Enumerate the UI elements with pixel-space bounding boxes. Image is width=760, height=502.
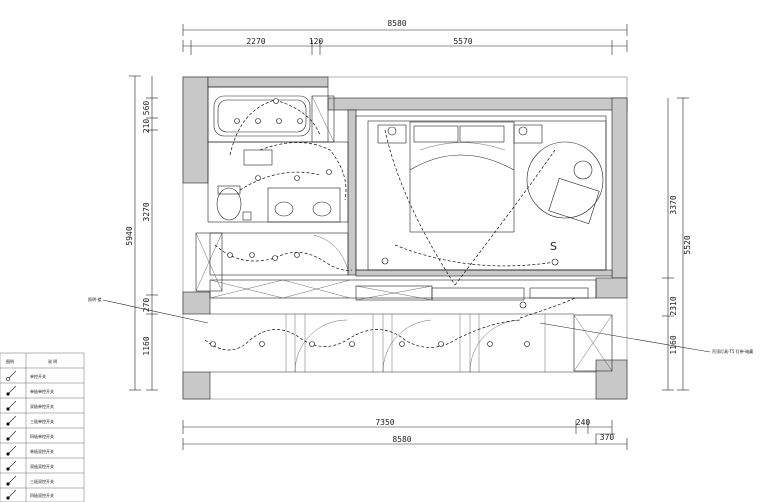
left-dimension-lines: 560 210 3270 5940 270 1160 bbox=[125, 75, 158, 391]
legend-row: 四极单控开关 bbox=[0, 430, 84, 444]
legend-row: 三极双控开关 bbox=[0, 475, 84, 489]
legend-header-desc: 说 明 bbox=[48, 358, 57, 364]
right-dim-1: 3370 bbox=[669, 195, 678, 214]
light-fixtures bbox=[210, 98, 559, 347]
legend-table: 图例 说 明 单控开关 单极单控开关 双极单控开关 三极单控开关 四极单控开关 bbox=[0, 352, 85, 502]
bottom-total-dim: 8580 bbox=[392, 435, 411, 444]
legend-row: 双极双控开关 bbox=[0, 460, 84, 474]
legend-row-label: 四极双控开关 bbox=[30, 492, 54, 498]
legend-row: 四极双控开关 bbox=[6, 489, 54, 500]
legend-header-symbol: 图例 bbox=[6, 358, 14, 364]
legend-row-label: 双极单控开关 bbox=[30, 403, 54, 409]
legend-row-label: 三极双控开关 bbox=[30, 478, 54, 484]
legend-row: 双极单控开关 bbox=[0, 400, 84, 414]
top-dim-2: 120 bbox=[309, 37, 324, 46]
walls bbox=[182, 76, 628, 400]
bottom-dim-2: 240 bbox=[576, 418, 591, 427]
legend-row-label: 单极单控开关 bbox=[30, 388, 54, 394]
legend-row: 单极双控开关 bbox=[0, 445, 84, 459]
bottom-dim-3: 370 bbox=[600, 433, 615, 442]
left-dim-1: 560 bbox=[142, 101, 151, 116]
bathroom bbox=[195, 86, 349, 292]
right-dim-3: 1160 bbox=[669, 335, 678, 354]
legend-row: 单控开关 bbox=[0, 370, 84, 384]
left-dim-2: 210 bbox=[142, 119, 151, 134]
legend-row-label: 四极单控开关 bbox=[30, 433, 54, 439]
legend-row: 三极单控开关 bbox=[0, 415, 84, 429]
legend-row: 单极单控开关 bbox=[0, 385, 84, 399]
callout-right-label: 吊顶灯具-T5 灯带-暗藏 bbox=[712, 348, 753, 354]
lighting-circuits bbox=[204, 99, 576, 351]
legend-row-label: 单极双控开关 bbox=[30, 448, 54, 454]
top-total-dim: 8580 bbox=[387, 19, 406, 28]
bottom-dim-1: 7350 bbox=[375, 418, 394, 427]
top-dimension-lines: 8580 2270 120 5570 bbox=[182, 19, 628, 55]
legend-row-label: 三极单控开关 bbox=[30, 418, 54, 424]
bottom-dimension-lines: 7350 240 370 8580 bbox=[182, 418, 628, 450]
left-dim-4: 270 bbox=[142, 298, 151, 313]
left-dim-3: 3270 bbox=[142, 202, 151, 221]
right-dimension-lines: 3370 5520 2310 1160 bbox=[662, 97, 692, 391]
right-dim-2: 2310 bbox=[669, 296, 678, 315]
callout-left: 照明-楼 bbox=[88, 296, 209, 324]
top-dim-1: 2270 bbox=[246, 37, 265, 46]
corridor bbox=[210, 313, 596, 373]
callout-left-label: 照明-楼 bbox=[88, 296, 101, 302]
sofa-mark: S bbox=[550, 240, 557, 253]
legend-row-label: 单控开关 bbox=[30, 373, 46, 379]
top-dim-3: 5570 bbox=[453, 37, 472, 46]
left-dim-5: 1160 bbox=[142, 336, 151, 355]
legend-row-label: 双极双控开关 bbox=[30, 463, 54, 469]
right-total-dim: 5520 bbox=[683, 235, 692, 254]
callout-right: 吊顶灯具-T5 灯带-暗藏 bbox=[539, 322, 753, 354]
bedroom: S bbox=[209, 115, 613, 372]
left-total-dim: 5940 bbox=[125, 226, 134, 245]
